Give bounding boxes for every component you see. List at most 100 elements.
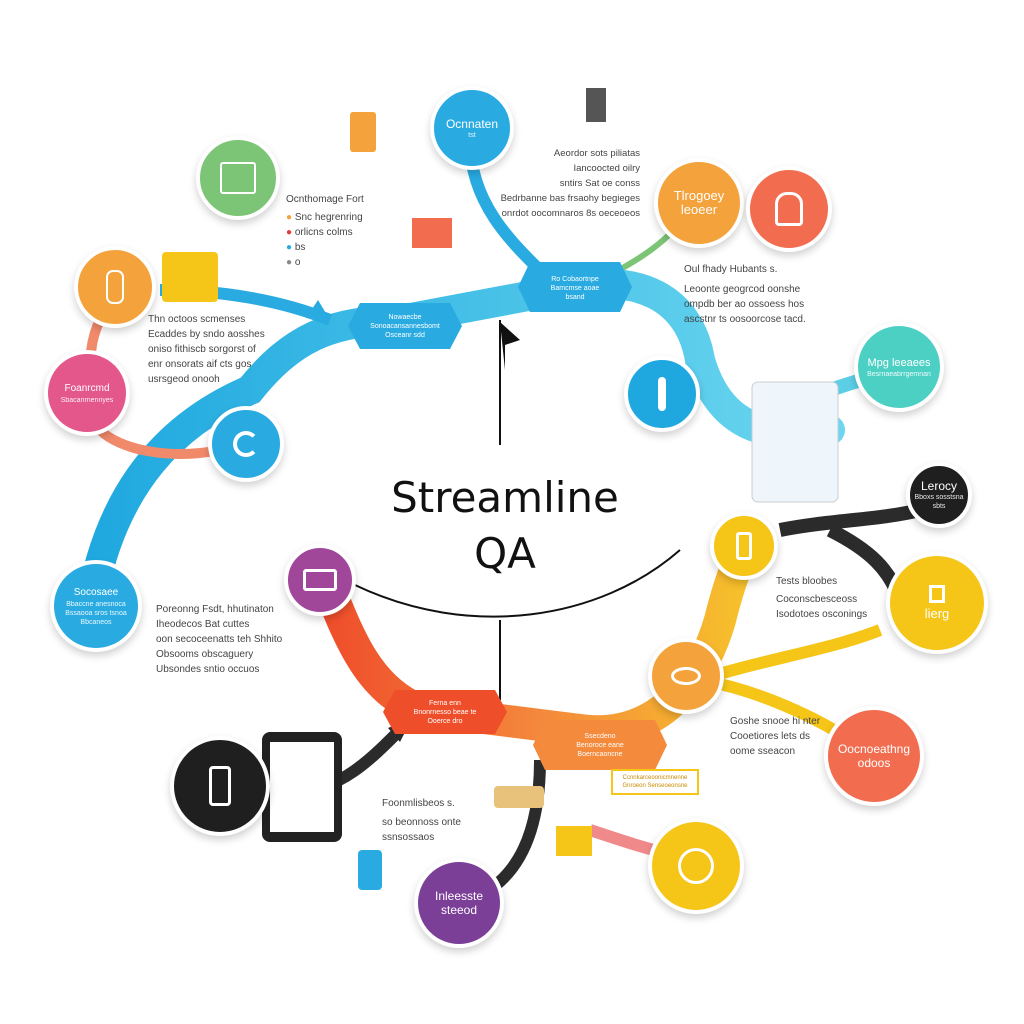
node-orange-right[interactable]: Tlrogoey leoeer [654,158,744,248]
note-bottom-center-1: Foonmlisbeos s. [382,798,455,809]
note-left-top-2: ● Snc hegrenring [286,212,363,223]
node-black-right-sub: Bboxs sosstsna sbts [914,494,964,510]
red-tag-line3: Ooerce dro [427,717,463,725]
refresh-icon [233,431,259,457]
note-top-center: Aeordor sots piliatas Iancoocted oilry s… [492,146,640,221]
note-right-top-2: Leoonte geogrcod oonshe [684,284,801,295]
red-tag-line1: Ferna enn [429,699,461,707]
blue-tag-left-line2: Sonoacansannesbomt [370,322,440,330]
note-right-top-4: ascstnr ts oosoorcose tacd. [684,314,806,325]
orange-tag-line3: Boerncaoncne [577,750,623,758]
node-blue-left[interactable]: Socosaee Bbaccne anesnoca Bssaooa sros t… [50,560,142,652]
node-green-monitor[interactable] [196,136,280,220]
note-left-mid-3: oniso fithiscb sorgorst of [148,344,256,355]
blue-arrowhead [306,300,330,320]
note-top-center-4: Bedrbanne bas frsaohy begieges [500,193,640,204]
blue-tag-left-line3: Osceanr sdd [385,331,425,339]
yellow-tag-shape [611,769,699,795]
blue-tag-left: Nowaecbe Sonoacansannesbomt Osceanr sdd [350,306,460,346]
node-yellow-small[interactable] [710,512,778,580]
cup-icon [736,532,752,560]
node-yellow-right[interactable]: lierg [886,552,988,654]
note-bottom-center: Foonmlisbeos s. so beonnoss onte ssnsoss… [382,796,461,845]
note-left-low-2: Iheodecos Bat cuttes [156,619,250,630]
machine-icon [751,381,839,503]
red-tag: Ferna enn Bnonrnesso beae te Ooerce dro [385,692,505,732]
cart-icon [494,786,544,808]
node-pink-left[interactable]: Foanrcmd Sbacanrnennyes [44,350,130,436]
printer-icon [162,252,218,302]
note-top-center-1: Aeordor sots piliatas [553,148,640,159]
gear-mini-icon [303,569,337,591]
node-blue-ring[interactable] [208,406,284,482]
node-black-right[interactable]: Lerocy Bboxs sosstsna sbts [906,462,972,528]
box-icon [556,826,592,856]
note-right-mid-1: Tests bloobes [776,576,838,587]
node-purple-bottom-label: Inleesste steeod [434,889,484,917]
blue-tag-left-shape [348,303,462,349]
note-right-mid-3: Isodotoes osconings [776,609,868,620]
blue-tag-top-line2: Bamcmse aoae [550,284,600,292]
orange-tag: Ssecdeno Benoroce eane Boerncaoncne [535,724,665,766]
note-left-low: Poreonng Fsdt, hhutinaton Iheodecos Bat … [156,602,282,677]
tool-icon [658,377,666,411]
node-pink-left-label: Foanrcmd [64,382,110,394]
node-top-blue-label: Ocnnaten [445,116,499,131]
node-top-blue[interactable]: Ocnnaten tst [430,86,514,170]
compass-arrow [500,322,520,370]
node-orange-figure[interactable] [74,246,156,328]
node-teal-right[interactable]: Mpg leeaees Besrnaeabrrgemnan [854,322,944,412]
note-right-low-1: Goshe snooe hi nter [730,716,821,727]
yellow-tag-line1: Ccnnkarceoonicmnenne [622,775,688,781]
note-bottom-center-2: so beonnoss onte [382,817,461,828]
note-left-mid-4: enr onsorats aif cts gos [148,359,252,370]
chart-icon [412,218,452,248]
orange-tag-line1: Ssecdeno [584,732,616,740]
note-right-mid: Tests bloobes Coconscbesceoss Isodotoes … [776,574,867,622]
note-right-top-1: Oul fhady Hubants s. [684,264,778,275]
node-orange-eye[interactable] [648,638,724,714]
note-left-top-3: ● orlicns colms [286,227,353,238]
node-purple-small[interactable] [284,544,356,616]
note-left-low-4: Obsooms obscaguery [156,649,254,660]
note-right-mid-2: Coconscbesceoss [776,594,858,605]
note-right-top-3: ompdb ber ao ossoess hos [684,299,805,310]
note-bottom-center-3: ssnsossaos [382,832,435,843]
node-coral-right-bottom[interactable]: Oocnoeathng odoos [824,706,924,806]
figure-icon [106,270,124,304]
node-black-right-label: Lerocy [920,479,958,493]
yellow-tag-line2: Gnroeon Senseoeonsne [622,783,688,789]
note-left-top: Ocnthomage Fort ● Snc hegrenring ● orlic… [286,192,364,270]
clipboard-icon [929,585,945,603]
monitor-screen [270,742,334,832]
node-black-left[interactable] [170,736,270,836]
center-arc [354,549,681,618]
lamp-icon [775,192,803,226]
note-right-top: Oul fhady Hubants s. Leoonte geogrcod oo… [684,262,806,327]
note-left-top-1: Ocnthomage Fort [286,194,364,205]
node-top-blue-sub: tst [468,131,476,139]
note-left-low-3: oon secoceenatts teh Shhito [156,634,283,645]
lab-icon [350,112,376,152]
node-blue-tool[interactable] [624,356,700,432]
eye-icon [671,667,701,685]
red-tag-line2: Bnonrnesso beae te [413,708,477,716]
center-title-line2: QA [474,529,536,578]
blue-tag-top: Ro Cobaortnpe Bamcmse aoae bsand [520,268,630,308]
blue-tag-left-line1: Nowaecbe [388,313,422,321]
note-right-low: Goshe snooe hi nter Cooetiores lets ds o… [730,714,820,759]
note-top-center-5: onrdot oocomnaros 8s oeceoeos [501,208,640,219]
device-icon [358,850,382,890]
orange-tag-shape [533,720,667,770]
phone-icon [209,766,231,806]
node-purple-bottom[interactable]: Inleesste steeod [414,858,504,948]
node-coral-right[interactable] [746,166,832,252]
note-left-low-5: Ubsondes sntio occuos [156,664,260,675]
note-left-mid-5: usrsgeod onooh [148,374,220,385]
node-blue-left-sub: Bbaccne anesnoca Bssaooa sros tsnoa Bbca… [65,600,127,626]
note-left-mid: Thn octoos scmenses Ecaddes by sndo aoss… [148,312,265,387]
node-yellow-bottom[interactable] [648,818,744,914]
node-teal-right-label: Mpg leeaees [867,356,931,369]
red-tag-shape [383,690,507,734]
blue-tag-top-line1: Ro Cobaortnpe [551,275,599,283]
